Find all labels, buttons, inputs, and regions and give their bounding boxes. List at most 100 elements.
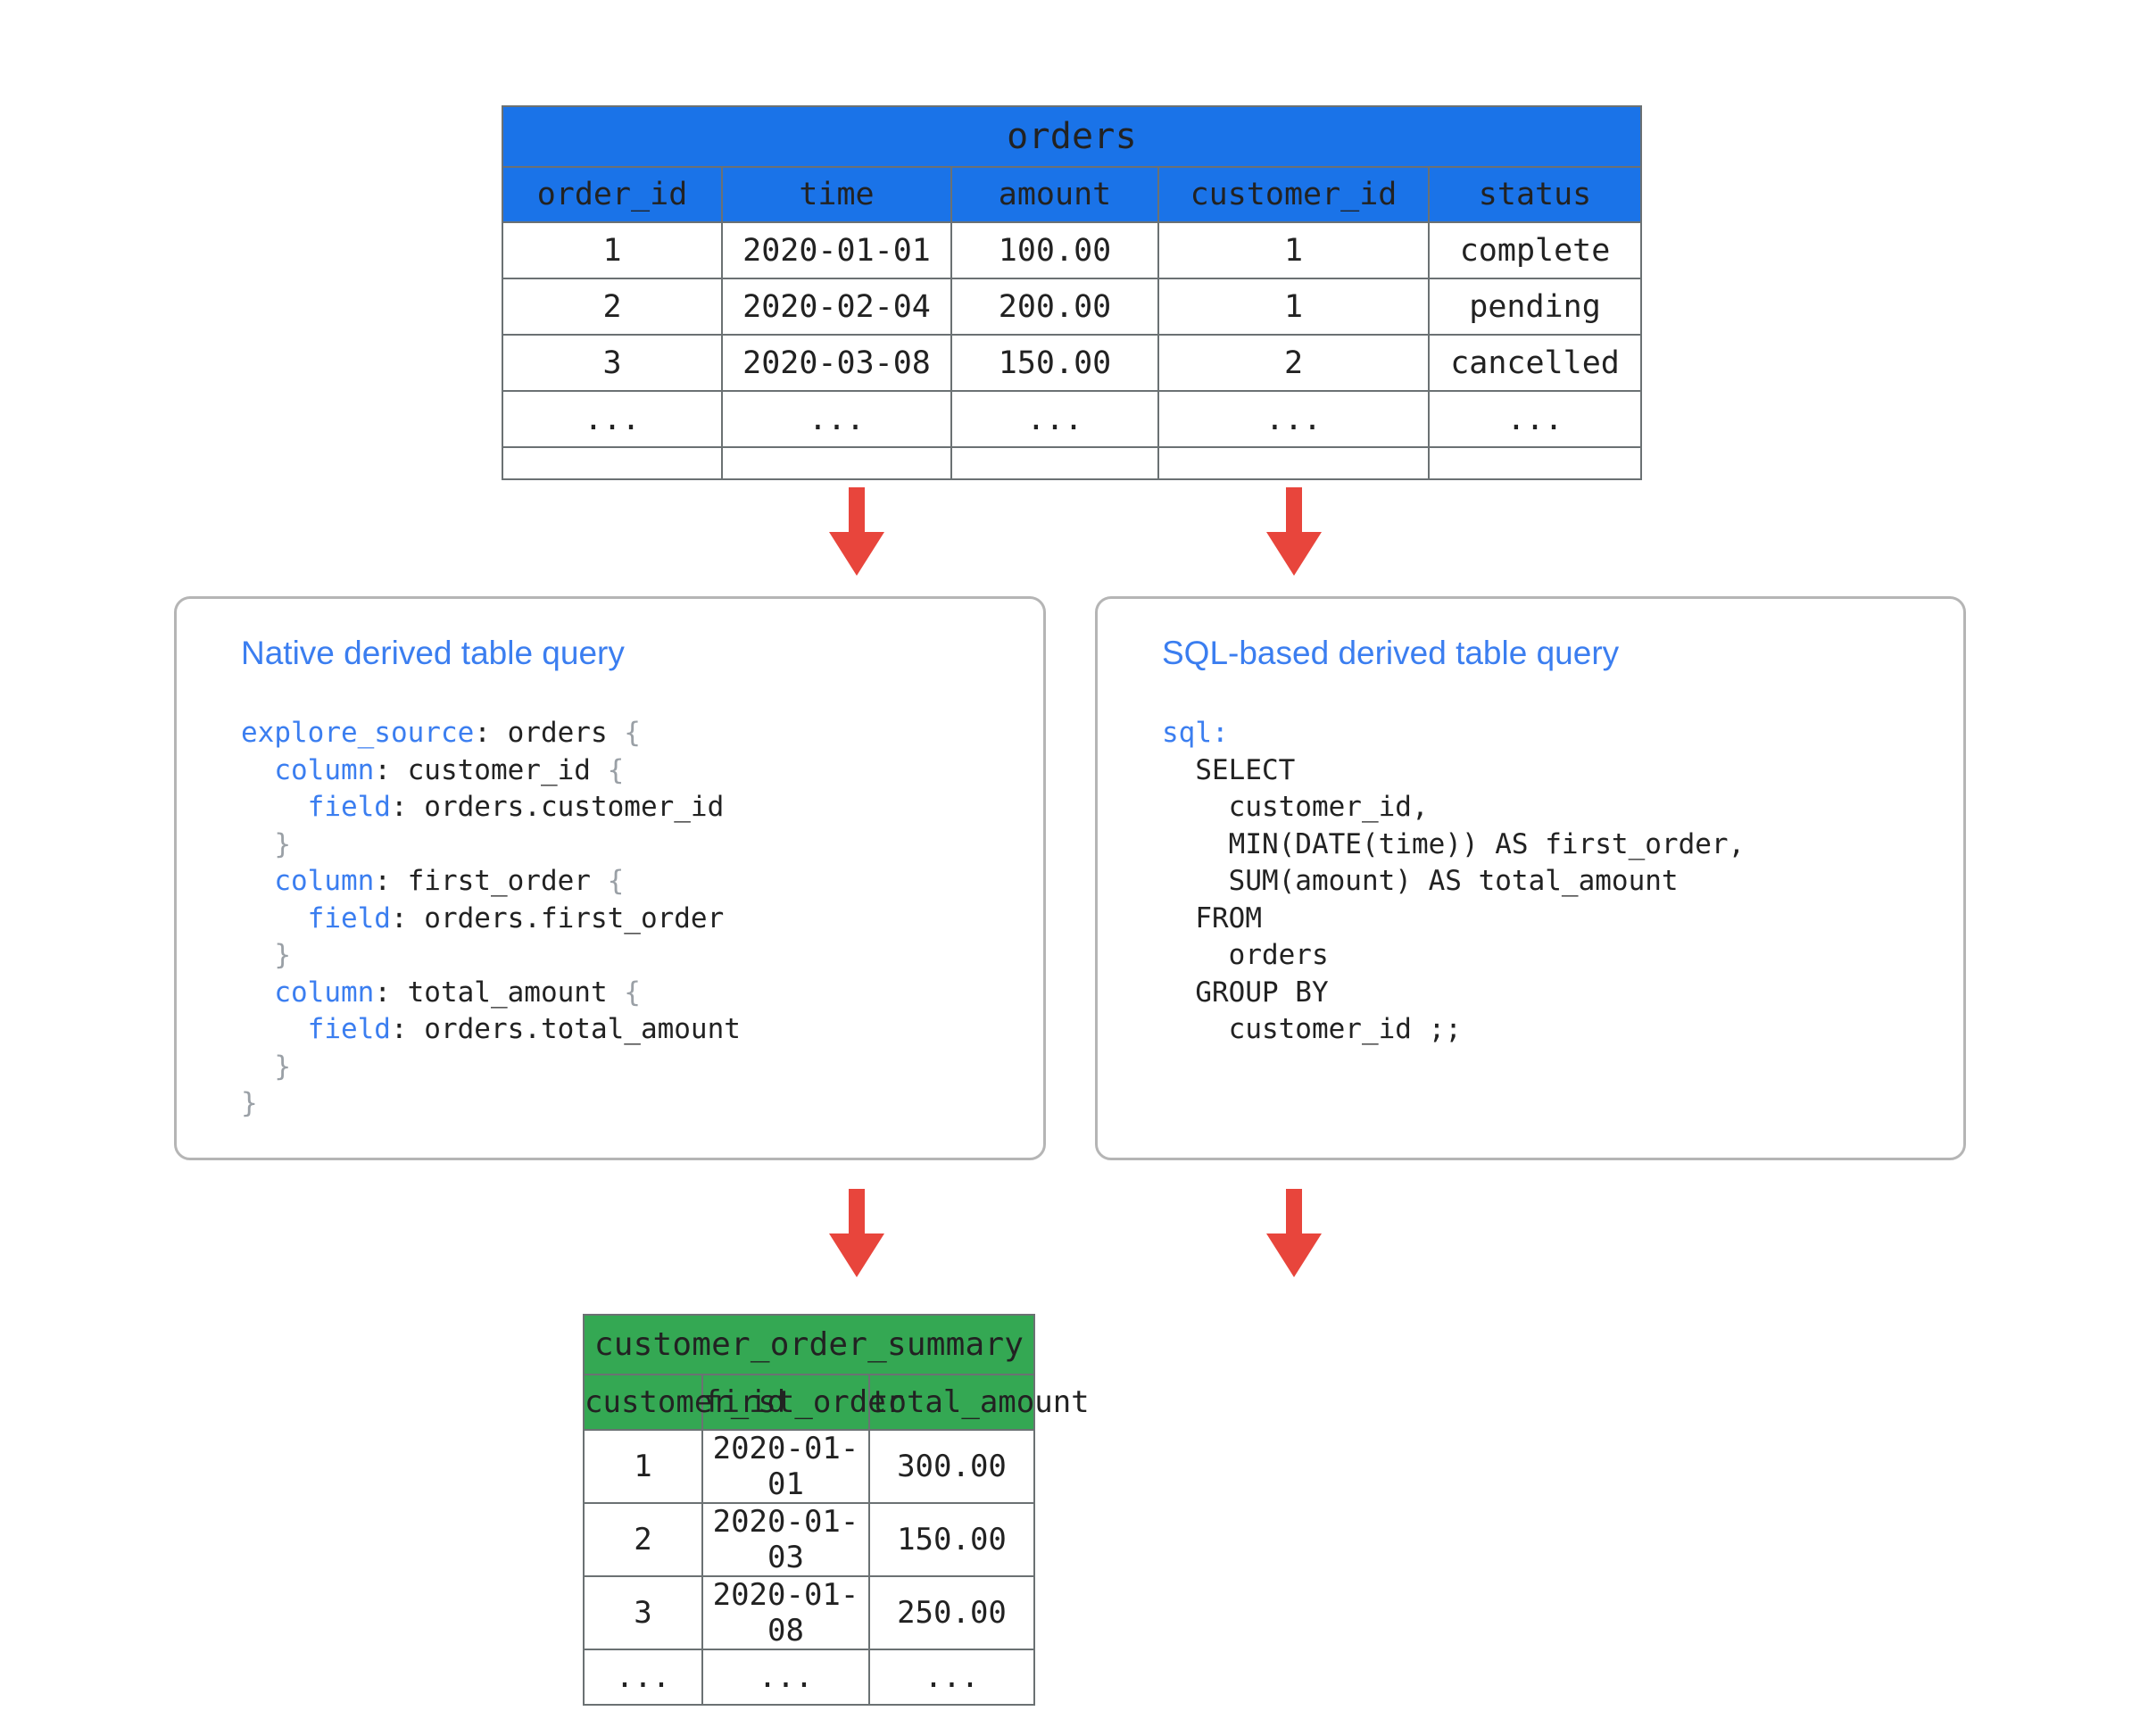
orders-table-title: orders	[501, 105, 1643, 168]
cell: 2020-01-03	[701, 1502, 870, 1577]
orders-table-header-row: order_id time amount customer_id status	[502, 166, 1643, 223]
native-panel-title: Native derived table query	[241, 635, 625, 671]
orders-col-amount: amount	[950, 166, 1159, 223]
code-brace: }	[274, 939, 291, 971]
cell	[502, 446, 723, 480]
code-text	[241, 754, 274, 786]
code-line: field: orders.first_order	[241, 901, 1025, 938]
code-brace: {	[607, 865, 625, 897]
cell: 3	[502, 334, 723, 392]
table-row: 2 2020-02-04 200.00 1 pending	[502, 278, 1643, 336]
table-row-truncated	[502, 446, 1643, 480]
cell: ...	[701, 1649, 870, 1706]
cell: 2	[502, 278, 723, 336]
code-text: : first_order	[374, 865, 608, 897]
code-text	[241, 939, 274, 971]
orders-col-time: time	[721, 166, 952, 223]
orders-table: orders order_id time amount customer_id …	[501, 105, 1643, 480]
cell: ...	[721, 390, 952, 448]
cell: 1	[1157, 221, 1430, 279]
cell: 200.00	[950, 278, 1159, 336]
cell: ...	[868, 1649, 1035, 1706]
code-text: : customer_id	[374, 753, 608, 786]
orders-col-order-id: order_id	[502, 166, 723, 223]
code-line: MIN(DATE(time)) AS first_order,	[1162, 826, 1945, 864]
cell: ...	[950, 390, 1159, 448]
orders-col-status: status	[1427, 166, 1643, 223]
code-line: SUM(amount) AS total_amount	[1162, 863, 1945, 901]
code-line: }	[241, 826, 1025, 864]
cell: ...	[1157, 390, 1430, 448]
arrow-orders-to-native	[825, 487, 888, 577]
code-line: column: first_order {	[241, 863, 1025, 901]
cell: ...	[583, 1649, 703, 1706]
code-keyword: column	[274, 865, 375, 897]
code-text	[241, 791, 308, 823]
code-text	[241, 1051, 274, 1083]
table-row: 1 2020-01-01 300.00	[583, 1429, 1035, 1504]
sql-code-block: sql: SELECT customer_id, MIN(DATE(time))…	[1162, 715, 1945, 1049]
native-code-block: explore_source: orders { column: custome…	[241, 715, 1025, 1123]
code-brace: {	[607, 753, 625, 786]
code-text: : orders.first_order	[390, 901, 725, 934]
native-derived-table-panel: Native derived table query explore_sourc…	[174, 596, 1046, 1160]
code-text: orders	[1162, 939, 1329, 971]
cell	[1427, 446, 1643, 480]
cell: 1	[1157, 278, 1430, 336]
table-row-ellipsis: ... ... ...	[583, 1649, 1035, 1706]
code-keyword: field	[307, 1013, 391, 1045]
arrow-native-to-summary	[825, 1189, 888, 1278]
cell: 2020-01-08	[701, 1575, 870, 1650]
code-text: : total_amount	[374, 976, 625, 1009]
cell: 300.00	[868, 1429, 1035, 1504]
code-line: customer_id ;;	[1162, 1011, 1945, 1049]
code-text: customer_id,	[1162, 791, 1429, 823]
table-row: 3 2020-03-08 150.00 2 cancelled	[502, 334, 1643, 392]
cell	[721, 446, 952, 480]
cell: 3	[583, 1575, 703, 1650]
cell: 250.00	[868, 1575, 1035, 1650]
code-line: SELECT	[1162, 752, 1945, 790]
code-brace: }	[274, 827, 291, 860]
summary-col-customer-id: customer_id	[583, 1374, 785, 1431]
code-brace: {	[624, 717, 641, 749]
code-text: MIN(DATE(time)) AS first_order,	[1162, 827, 1746, 860]
summary-table-header-row: customer_id first_order total_amount	[583, 1374, 1090, 1431]
cell: 1	[502, 221, 723, 279]
code-line: explore_source: orders {	[241, 715, 1025, 752]
code-line: column: customer_id {	[241, 752, 1025, 790]
arrow-sql-to-summary	[1263, 1189, 1325, 1278]
code-line: }	[241, 1085, 1025, 1123]
sql-panel-title: SQL-based derived table query	[1162, 635, 1620, 671]
code-text: : orders	[474, 717, 625, 749]
cell: 2020-02-04	[721, 278, 952, 336]
cell	[950, 446, 1159, 480]
code-text	[241, 865, 274, 897]
cell: complete	[1427, 221, 1643, 279]
code-keyword: explore_source	[241, 717, 475, 749]
summary-col-first-order: first_order	[701, 1374, 904, 1431]
code-line: field: orders.customer_id	[241, 789, 1025, 826]
cell: 2	[1157, 334, 1430, 392]
cell: 2020-03-08	[721, 334, 952, 392]
code-brace: {	[624, 976, 641, 1009]
sql-derived-table-panel: SQL-based derived table query sql: SELEC…	[1095, 596, 1966, 1160]
code-line: orders	[1162, 937, 1945, 975]
code-text: SUM(amount) AS total_amount	[1162, 865, 1679, 897]
cell	[1157, 446, 1430, 480]
cell: 150.00	[868, 1502, 1035, 1577]
code-keyword: column	[274, 753, 375, 786]
cell: 2	[583, 1502, 703, 1577]
cell: 1	[583, 1429, 703, 1504]
cell: 2020-01-01	[701, 1429, 870, 1504]
code-line: }	[241, 1049, 1025, 1086]
code-text	[241, 828, 274, 860]
summary-table-title-row: customer_order_summary	[583, 1314, 1035, 1375]
table-row: 2 2020-01-03 150.00	[583, 1502, 1035, 1577]
code-text: : orders.total_amount	[390, 1013, 741, 1045]
table-row-ellipsis: ... ... ... ... ...	[502, 390, 1643, 448]
code-line: sql:	[1162, 715, 1945, 752]
cell: cancelled	[1427, 334, 1643, 392]
cell: pending	[1427, 278, 1643, 336]
